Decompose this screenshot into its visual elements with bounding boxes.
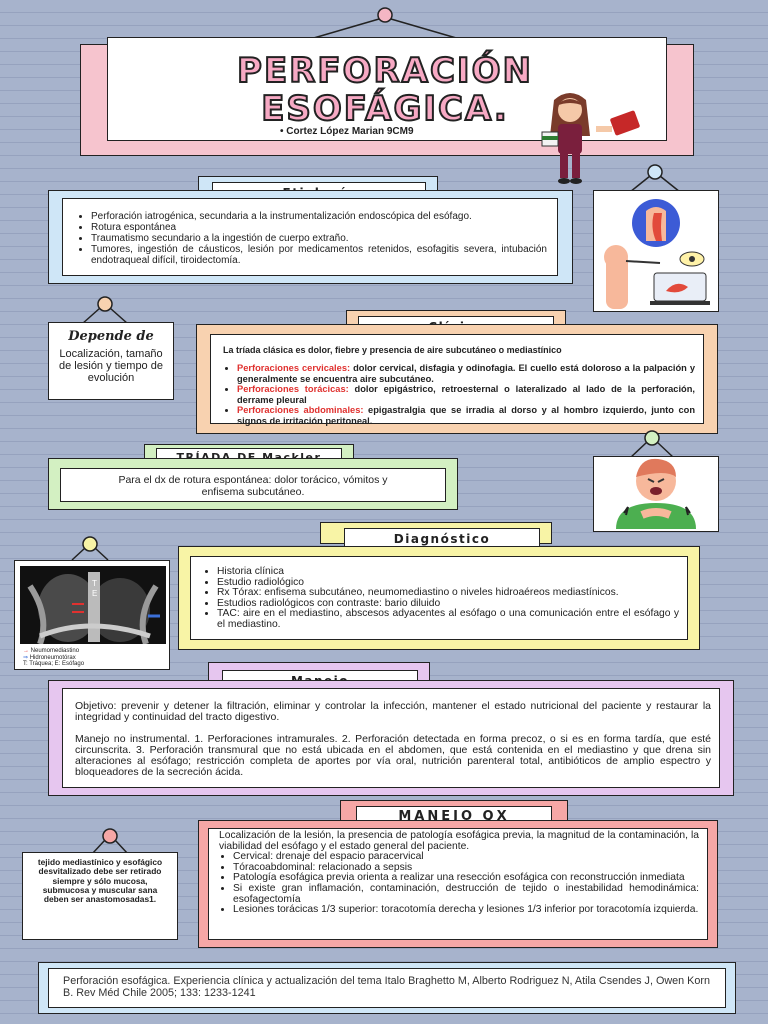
title-line-2: ESOFÁGICA. xyxy=(260,89,509,129)
note-card: tejido mediastínico y esofágico desvital… xyxy=(22,852,178,940)
xray-legend-item: ⇒ Hidroneumotórax xyxy=(23,654,76,661)
list-item: Tumores, ingestión de cáusticos, lesión … xyxy=(91,244,547,266)
list-item: Rotura espontánea xyxy=(91,222,547,233)
diagnostico-title: Diagnóstico xyxy=(344,528,540,550)
list-item: Estudios radiológicos con contraste: bar… xyxy=(217,598,679,610)
list-item: Lesiones torácicas 1/3 superior: toracot… xyxy=(233,905,699,916)
sick-illustration-card xyxy=(593,456,719,532)
list-item: Tóracoabdominal: relacionado a sepsis xyxy=(233,862,699,874)
doctor-character xyxy=(536,88,656,188)
header-card xyxy=(80,37,694,156)
title-line-1: PERFORACIÓN xyxy=(236,51,533,91)
clinica-label: Perforaciones cervicales: xyxy=(237,363,351,373)
manejoqx-box: Localización de la lesión, la presencia … xyxy=(208,828,708,940)
list-item: Si existe gran inflamación, contaminació… xyxy=(233,883,699,905)
xray-marker-e: E xyxy=(92,589,97,598)
xray-card: T E → Neumomediastino ⇒ Hidroneumotórax … xyxy=(14,560,170,670)
diagnostico-list: Historia clínica Estudio radiológico Rx … xyxy=(203,566,679,631)
sick-person-chest-pain-illustration xyxy=(616,458,696,529)
manejoqx-list: Cervical: drenaje del espacio paracervic… xyxy=(219,852,699,916)
xray-legend-item: T: Tráquea; E: Esófago xyxy=(23,661,85,667)
mackler-box: Para el dx de rotura espontánea: dolor t… xyxy=(60,468,446,502)
esophagus-endoscopy-illustration xyxy=(604,199,710,309)
list-item: Perforaciones abdominales: epigastralgia… xyxy=(237,405,695,426)
etiologia-box: Perforación iatrogénica, secundaria a la… xyxy=(62,198,558,276)
xray-marker-t: T xyxy=(92,579,97,588)
note-hanger xyxy=(80,826,160,856)
list-item: Cervical: drenaje del espacio paracervic… xyxy=(233,852,699,863)
manejoqx-intro: Localización de la lesión, la presencia … xyxy=(219,830,699,852)
manejo-box: Objetivo: prevenir y detener la filtraci… xyxy=(62,688,720,788)
esophagus-illustration-card xyxy=(593,190,719,312)
list-item: Patología esofágica previa orienta a rea… xyxy=(233,873,699,884)
etiologia-list: Perforación iatrogénica, secundaria a la… xyxy=(77,211,547,266)
list-item: Estudio radiológico xyxy=(217,577,679,589)
list-item: Perforaciones torácicas: dolor epigástri… xyxy=(237,384,695,405)
list-item: TAC: aire en el mediastino, abscesos ady… xyxy=(217,609,679,630)
clinica-list: Perforaciones cervicales: dolor cervical… xyxy=(223,363,695,426)
xray-legend-item: → Neumomediastino xyxy=(23,648,80,654)
depende-text: Localización, tamaño de lesión y tiempo … xyxy=(59,348,163,384)
list-item: Perforación iatrogénica, secundaria a la… xyxy=(91,211,547,222)
xray-hanger xyxy=(60,534,140,562)
clinica-box: La tríada clásica es dolor, fiebre y pre… xyxy=(210,334,704,426)
clinica-label: Perforaciones abdominales: xyxy=(237,405,364,415)
reference-text: Perforación esofágica. Experiencia clíni… xyxy=(63,975,710,999)
list-item: Traumatismo secundario a la ingestión de… xyxy=(91,233,547,244)
reference-box: Perforación esofágica. Experiencia clíni… xyxy=(48,968,726,1008)
depende-title: Depende de xyxy=(68,329,154,344)
depende-hanger xyxy=(70,292,150,326)
list-item: Perforaciones cervicales: dolor cervical… xyxy=(237,363,695,384)
mackler-text: Para el dx de rotura espontánea: dolor t… xyxy=(118,474,388,498)
diagnostico-box: Historia clínica Estudio radiológico Rx … xyxy=(190,556,688,640)
list-item: Rx Tórax: enfisema subcutáneo, neumomedi… xyxy=(217,588,679,599)
sick-hanger xyxy=(612,428,712,460)
chest-xray-image: T E xyxy=(20,566,166,644)
depende-card: Depende de Localización, tamaño de lesió… xyxy=(48,322,174,400)
clinica-label: Perforaciones torácicas: xyxy=(237,384,349,394)
list-item: Historia clínica xyxy=(217,566,679,578)
xray-legend: → Neumomediastino ⇒ Hidroneumotórax T: T… xyxy=(23,648,169,668)
page-title: PERFORACIÓN ESOFÁGICA. xyxy=(140,51,630,129)
note-text: tejido mediastínico y esofágico desvital… xyxy=(37,857,163,905)
manejo-non-instrumental: Manejo no instrumental. 1. Perforaciones… xyxy=(75,733,711,778)
clinica-intro: La tríada clásica es dolor, fiebre y pre… xyxy=(223,345,562,355)
author-line: • Cortez López Marian 9CM9 xyxy=(280,126,414,137)
illustration-hanger xyxy=(610,160,720,196)
manejo-objective: Objetivo: prevenir y detener la filtraci… xyxy=(75,700,711,723)
